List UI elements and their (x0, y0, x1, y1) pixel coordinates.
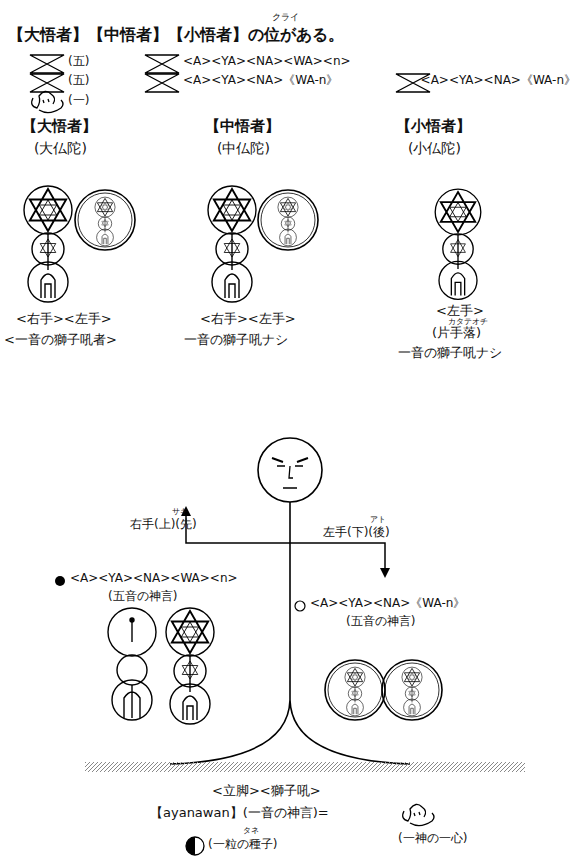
note: (一神の一心) (398, 832, 467, 846)
ruby: アト (370, 515, 386, 524)
count: (五) (68, 55, 89, 69)
title: 【大悟者】【中悟者】【小悟者】の位がある。 (8, 26, 344, 44)
hands: <右手><左手> (16, 312, 112, 327)
stance: <立脚><獅子吼> (212, 784, 321, 799)
hands: <左手> (436, 304, 484, 319)
rank: 【小悟者】 (396, 118, 471, 135)
mantra: <A><YA><NA><WA><n> (183, 55, 351, 69)
hands: <右手><左手> (200, 312, 296, 327)
note: (片手落) (432, 326, 481, 341)
note: 一音の獅子吼ナシ (398, 346, 502, 361)
mantra: <A><YA><NA>《WA-n》 (310, 597, 465, 611)
rank: 【大悟者】 (22, 118, 97, 135)
note: <一音の獅子吼者> (4, 333, 117, 348)
ruby: サキ (172, 507, 188, 516)
count: (五) (68, 74, 89, 88)
mantra-sub: (五音の神言) (108, 590, 177, 604)
ruby: クライ (272, 12, 299, 22)
arm: 左手(下)(後) (323, 526, 390, 540)
mantra: <A><YA><NA>《WA-n》 (183, 74, 338, 88)
rank: 【中悟者】 (205, 118, 280, 135)
rank-sub: (大仏陀) (34, 140, 87, 156)
arm: 右手(上)(先) (130, 518, 197, 532)
note: (一粒の種子) (208, 838, 277, 852)
mantra: <A><YA><NA><WA><n> (70, 572, 238, 586)
mantra-sub: (五音の神言) (346, 615, 415, 629)
note: 一音の獅子吼ナシ (184, 333, 288, 348)
rank-sub: (小仏陀) (408, 140, 461, 156)
mantra: <A><YA><NA>《WA-n》 (421, 74, 576, 88)
mantra: 【ayanawan】(一音の神言)= (150, 806, 329, 821)
ruby: タネ (243, 826, 259, 835)
count: (一) (68, 94, 89, 108)
ruby: カタテオチ (448, 317, 488, 326)
rank-sub: (中仏陀) (217, 140, 270, 156)
